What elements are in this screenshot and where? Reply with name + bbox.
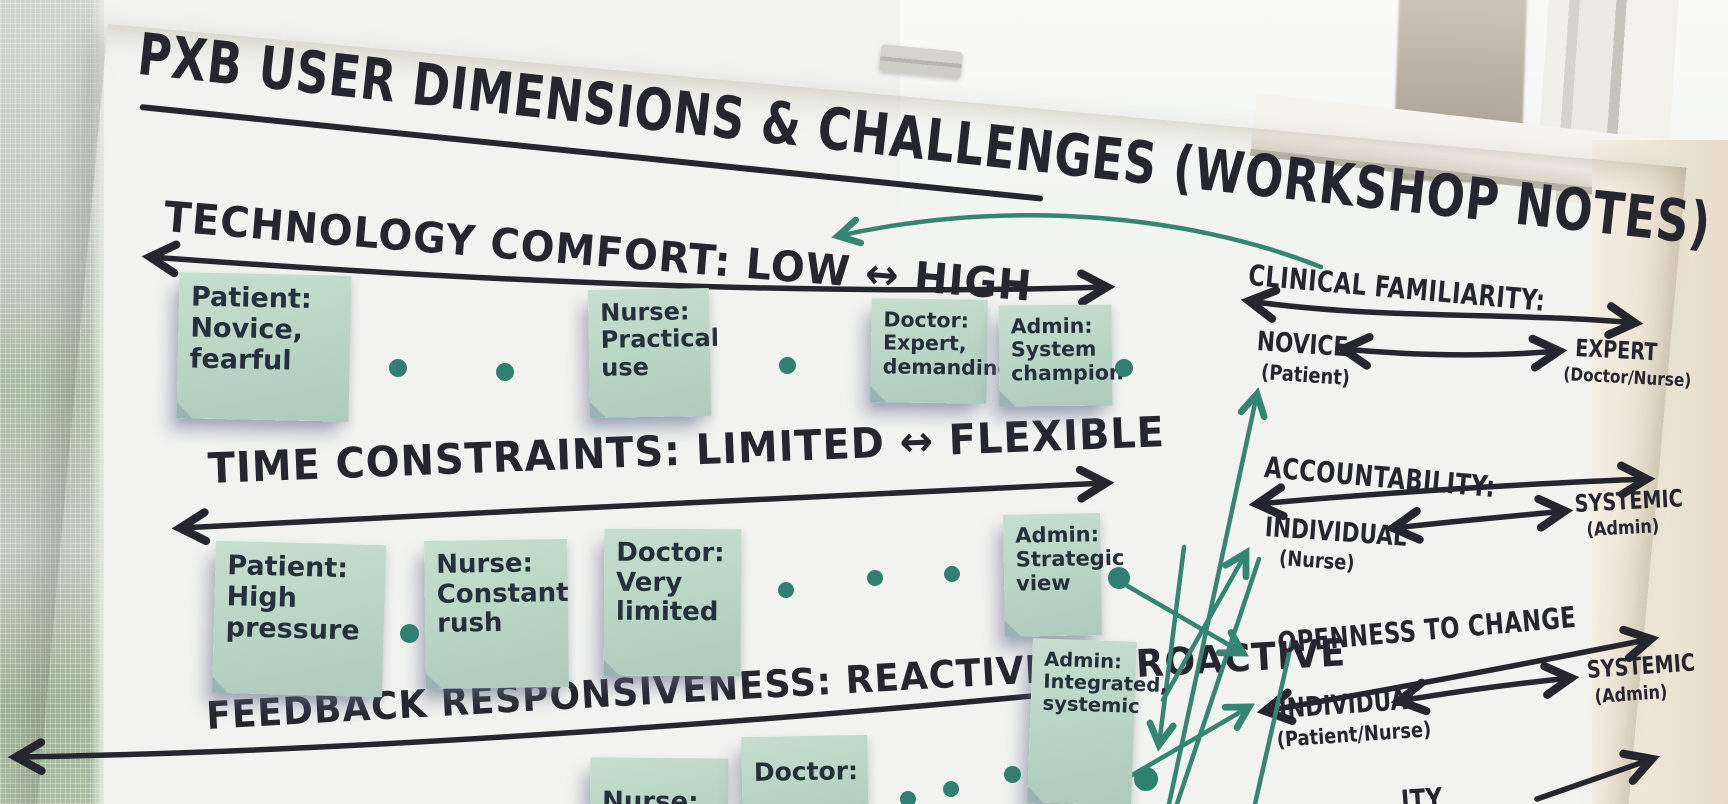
vote-dot <box>900 791 916 804</box>
vote-dot <box>1108 567 1130 589</box>
sticky-tech-nurse: Nurse: Practical use <box>587 287 719 419</box>
vote-dot <box>496 363 514 381</box>
vote-dot <box>944 566 960 582</box>
sticky-tech-patient: Patient: Novice, fearful <box>176 272 352 422</box>
vote-dot <box>389 359 407 377</box>
vote-dot <box>779 357 796 374</box>
label-novice: NOVICE <box>1255 326 1350 364</box>
sticky-feedback-nurse: Nurse: <box>589 757 729 804</box>
heading-partial-bottom: ITY <box>1400 781 1444 804</box>
vote-dot <box>778 582 794 598</box>
sticky-time-admin: Admin: Strategic view <box>1002 513 1125 637</box>
sticky-tech-admin: Admin: System champion <box>998 304 1124 407</box>
vote-dot <box>1134 767 1158 791</box>
sticky-time-doctor: Doctor: Very limited <box>603 528 742 677</box>
label-expert: EXPERT <box>1574 334 1659 367</box>
sticky-feedback-admin: Admin: Integrated, systemic <box>1027 638 1168 804</box>
sticky-tech-doctor: Doctor: Expert, demanding <box>870 298 1012 404</box>
label-systemic-1-sub: (Admin) <box>1586 515 1660 541</box>
vote-dot <box>943 781 959 797</box>
vote-dot <box>1115 359 1133 377</box>
vote-dot <box>867 570 883 586</box>
label-individual-1-sub: (Nurse) <box>1278 546 1356 576</box>
vote-dot <box>400 624 419 643</box>
sticky-time-patient: Patient: High pressure <box>212 540 386 698</box>
sticky-feedback-doctor: Doctor: <box>741 734 869 804</box>
sticky-time-nurse: Nurse: Constant rush <box>423 539 570 689</box>
label-systemic-1: SYSTEMIC <box>1574 484 1684 518</box>
vote-dot <box>1004 766 1021 783</box>
window-screen-left <box>0 0 104 804</box>
